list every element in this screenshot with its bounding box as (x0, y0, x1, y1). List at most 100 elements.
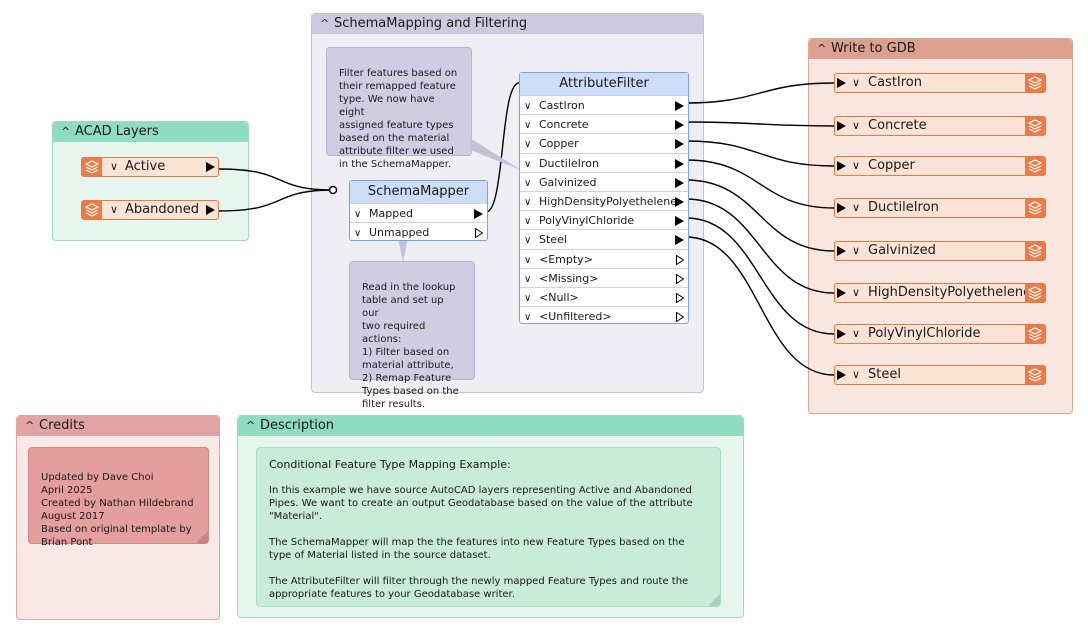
bookmark-header[interactable]: ^Description (238, 416, 743, 436)
bookmark-header[interactable]: ^Write to GDB (809, 39, 1072, 59)
collapse-icon[interactable]: ^ (61, 125, 71, 138)
annotation-filter[interactable]: Filter features based on their remapped … (326, 47, 472, 170)
collapse-icon[interactable]: ^ (817, 42, 827, 55)
chevron-down-icon[interactable]: ∨ (852, 119, 861, 132)
chevron-down-icon[interactable]: ∨ (852, 368, 861, 381)
writer-feature-type[interactable]: ∨CastIron (834, 73, 1046, 93)
output-port-icon[interactable] (675, 139, 684, 150)
empty-output-port-icon[interactable] (676, 312, 684, 323)
output-port-icon[interactable] (675, 158, 684, 169)
bookmark-header[interactable]: ^ACAD Layers (53, 122, 248, 142)
output-port-icon[interactable] (675, 120, 684, 131)
output-port-attributefilter[interactable]: ∨PolyVinylChloride (520, 210, 688, 229)
chevron-down-icon[interactable]: ∨ (524, 197, 532, 208)
empty-output-port-icon[interactable] (676, 293, 684, 303)
output-port-attributefilter[interactable]: ∨<Unfiltered> (520, 306, 688, 325)
chevron-down-icon[interactable]: ∨ (852, 201, 861, 214)
input-port-icon[interactable] (837, 246, 846, 256)
chevron-down-icon[interactable]: ∨ (524, 101, 532, 112)
output-port-icon[interactable] (206, 205, 215, 215)
output-port-attributefilter[interactable]: ∨HighDensityPolyethelene (520, 191, 688, 210)
output-port-attributefilter[interactable]: ∨Copper (520, 133, 688, 152)
chevron-down-icon[interactable]: ∨ (852, 286, 861, 299)
output-port-icon[interactable] (675, 216, 684, 227)
input-port-icon[interactable] (837, 121, 846, 131)
chevron-down-icon[interactable]: ∨ (524, 158, 532, 170)
input-port-icon[interactable] (837, 161, 846, 171)
empty-output-port-icon[interactable] (676, 254, 684, 265)
reader-feature-type-abandoned[interactable]: ∨ Abandoned (81, 200, 219, 220)
writer-feature-type[interactable]: ∨HighDensityPolyethelene (834, 283, 1046, 303)
chevron-down-icon[interactable]: ∨ (524, 139, 532, 151)
chevron-down-icon[interactable]: ∨ (524, 312, 532, 324)
writer-feature-type[interactable]: ∨PolyVinylChloride (834, 324, 1046, 344)
chevron-down-icon[interactable]: ∨ (852, 327, 861, 340)
output-port-attributefilter[interactable]: ∨DuctileIron (520, 152, 688, 172)
output-port-attributefilter[interactable]: ∨CastIron (520, 95, 688, 114)
layers-icon[interactable] (1025, 74, 1045, 92)
empty-output-port-icon[interactable] (475, 228, 483, 238)
input-port-icon[interactable] (837, 370, 846, 380)
layers-icon[interactable] (82, 158, 102, 176)
output-port-mapped[interactable]: ∨Mapped (350, 203, 487, 222)
output-port-unmapped[interactable]: ∨Unmapped (350, 222, 487, 241)
writer-feature-type[interactable]: ∨DuctileIron (834, 198, 1046, 218)
layers-icon[interactable] (1025, 325, 1045, 343)
transformer-title[interactable]: SchemaMapper (350, 181, 487, 204)
output-port-icon[interactable] (675, 101, 684, 111)
annotation-lookup[interactable]: Read in the lookup table and set up our … (349, 261, 475, 410)
input-port-icon[interactable] (837, 78, 846, 88)
collapse-icon[interactable]: ^ (25, 419, 35, 432)
chevron-down-icon[interactable]: ∨ (524, 254, 532, 266)
bookmark-acad-layers[interactable]: ^ACAD Layers (52, 121, 249, 241)
transformer-attributefilter[interactable]: AttributeFilter ∨CastIron∨Concrete∨Coppe… (519, 72, 689, 324)
transformer-title[interactable]: AttributeFilter (520, 73, 688, 96)
layers-icon[interactable] (1025, 366, 1045, 384)
chevron-down-icon[interactable]: ∨ (110, 203, 119, 216)
input-port-icon[interactable] (837, 329, 846, 339)
output-port-icon[interactable] (206, 162, 215, 172)
layers-icon[interactable] (1025, 284, 1045, 302)
output-port-icon[interactable] (675, 235, 684, 246)
chevron-down-icon[interactable]: ∨ (852, 244, 861, 257)
chevron-down-icon[interactable]: ∨ (110, 160, 119, 173)
reader-feature-type-active[interactable]: ∨ Active (81, 157, 219, 177)
bookmark-header[interactable]: ^SchemaMapping and Filtering (312, 14, 703, 34)
chevron-down-icon[interactable]: ∨ (354, 228, 362, 239)
output-port-icon[interactable] (675, 197, 684, 207)
layers-icon[interactable] (1025, 117, 1045, 135)
bookmark-header[interactable]: ^Credits (17, 416, 219, 436)
output-port-attributefilter[interactable]: ∨<Missing> (520, 267, 688, 287)
chevron-down-icon[interactable]: ∨ (524, 120, 532, 132)
layers-icon[interactable] (1025, 157, 1045, 175)
output-port-attributefilter[interactable]: ∨<Empty> (520, 248, 688, 268)
chevron-down-icon[interactable]: ∨ (524, 273, 532, 285)
input-port-icon[interactable] (837, 288, 846, 298)
writer-feature-type[interactable]: ∨Copper (834, 156, 1046, 176)
writer-feature-type[interactable]: ∨Concrete (834, 116, 1046, 136)
output-port-attributefilter[interactable]: ∨Steel (520, 229, 688, 248)
input-port-icon[interactable] (837, 203, 846, 213)
output-port-attributefilter[interactable]: ∨Galvinized (520, 171, 688, 191)
layers-icon[interactable] (1025, 242, 1045, 260)
layers-icon[interactable] (1025, 199, 1045, 217)
collapse-icon[interactable]: ^ (246, 419, 256, 432)
output-port-icon[interactable] (675, 177, 684, 188)
chevron-down-icon[interactable]: ∨ (852, 159, 861, 172)
chevron-down-icon[interactable]: ∨ (354, 209, 362, 220)
chevron-down-icon[interactable]: ∨ (852, 76, 861, 89)
chevron-down-icon[interactable]: ∨ (524, 216, 532, 228)
chevron-down-icon[interactable]: ∨ (524, 177, 532, 189)
annotation-credits[interactable]: Updated by Dave Choi April 2025 Created … (28, 447, 209, 548)
bookmark-write-gdb[interactable]: ^Write to GDB (808, 38, 1073, 414)
writer-feature-type[interactable]: ∨Galvinized (834, 241, 1046, 261)
collapse-icon[interactable]: ^ (320, 17, 330, 30)
empty-output-port-icon[interactable] (676, 273, 684, 284)
writer-feature-type[interactable]: ∨Steel (834, 365, 1046, 385)
input-junction-icon[interactable] (328, 185, 338, 195)
output-port-attributefilter[interactable]: ∨<Null> (520, 287, 688, 306)
output-port-attributefilter[interactable]: ∨Concrete (520, 114, 688, 133)
annotation-description[interactable]: Conditional Feature Type Mapping Example… (256, 447, 721, 607)
chevron-down-icon[interactable]: ∨ (524, 293, 532, 304)
output-port-icon[interactable] (474, 209, 483, 219)
